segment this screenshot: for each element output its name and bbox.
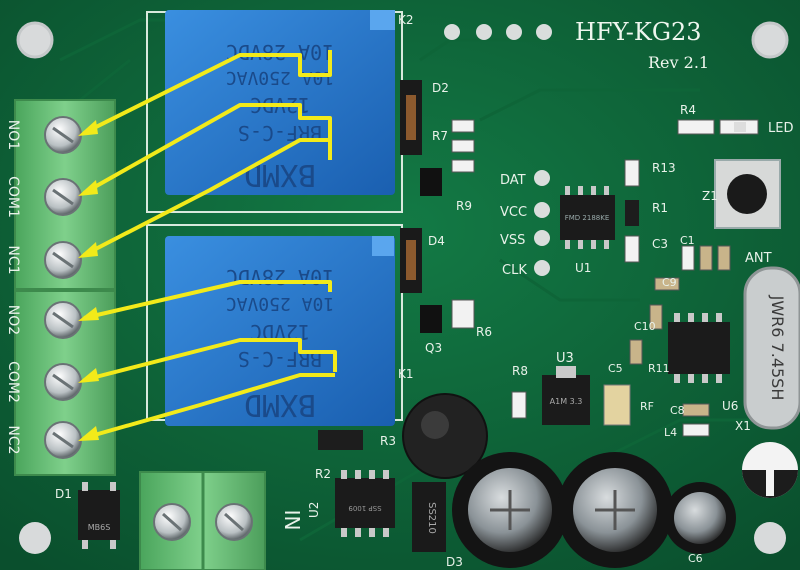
svg-text:R11: R11: [648, 362, 670, 375]
svg-text:Q3: Q3: [425, 341, 442, 355]
svg-text:LED: LED: [768, 121, 793, 136]
relay-k1-rating-dc: 10A 28VDC: [226, 265, 334, 289]
annotation-nc2: [83, 373, 335, 440]
svg-text:R1: R1: [652, 201, 668, 215]
relay-k2-brand: BXMD: [244, 157, 316, 192]
programming-pads: DAT VCC VSS CLK: [500, 170, 550, 278]
annotation-no1: [83, 50, 332, 135]
svg-text:JWR6 7.45SH: JWR6 7.45SH: [768, 295, 787, 401]
svg-text:X1: X1: [735, 419, 751, 433]
chip-u6: U6: [668, 313, 738, 413]
diode-d4: D4: [400, 228, 445, 293]
svg-text:RF: RF: [640, 400, 654, 413]
svg-text:D2: D2: [432, 81, 449, 95]
label-nc1: NC1: [5, 245, 21, 274]
relay-k1-brand: BXMD: [244, 387, 316, 422]
svg-text:C6: C6: [688, 552, 703, 565]
svg-text:Z1: Z1: [702, 189, 718, 203]
pin-dat: DAT: [500, 173, 526, 188]
svg-text:C5: C5: [608, 362, 623, 375]
annotation-com2: [83, 338, 337, 382]
mounting-holes: [16, 21, 789, 554]
relay-k2: 10A 28VDC 10A 250VAC 12VDC BRF-C-S BXMD: [165, 10, 395, 195]
label-power-in: IN: [280, 510, 304, 531]
annotation-arrowheads: [78, 120, 99, 441]
svg-text:D1: D1: [55, 487, 72, 501]
pushbutton: Z1: [702, 159, 781, 229]
resistor-r8: [511, 391, 527, 419]
annotation-no2: [83, 280, 332, 320]
svg-text:U3: U3: [556, 351, 574, 366]
svg-text:R3: R3: [380, 434, 396, 448]
crystal-x1: JWR6 7.45SH ANT X1: [735, 251, 800, 433]
pin-vss: VSS: [500, 233, 525, 248]
terminal-block-power: IN: [139, 471, 304, 570]
label-com1: COM1: [5, 176, 21, 218]
smd-parts-rf: C1 C9 C10 R11 C5 C8 L4 RF: [608, 234, 731, 439]
svg-text:R9: R9: [456, 199, 472, 213]
smd-r2-c7: [318, 430, 363, 450]
svg-text:C10: C10: [634, 320, 656, 333]
svg-text:C1: C1: [680, 234, 695, 247]
svg-text:A1M 3.3: A1M 3.3: [550, 397, 583, 406]
svg-text:K2: K2: [398, 13, 414, 27]
terminal-block-outputs: [14, 99, 116, 476]
pin-clk: CLK: [502, 263, 527, 278]
led-indicator: R4 LED: [677, 103, 793, 136]
label-no1: NO1: [5, 120, 21, 150]
relay-k1-rating-ac: 10A 250VAC: [226, 293, 334, 314]
svg-text:C3: C3: [652, 237, 668, 251]
svg-text:L4: L4: [664, 426, 677, 439]
svg-text:SS210: SS210: [426, 502, 437, 534]
svg-text:C9: C9: [662, 276, 677, 289]
svg-text:R2: R2: [315, 467, 331, 481]
diode-d2: D2: [400, 80, 449, 155]
svg-text:U2: U2: [307, 502, 321, 518]
bridge-d1: MB6S D1: [55, 482, 120, 549]
svg-text:R4: R4: [680, 103, 696, 117]
label-com2: COM2: [5, 361, 21, 403]
relay-k1: 10A 28VDC 10A 250VAC 12VDC BRF-C-S BXMD: [165, 236, 395, 426]
relay-k2-rating-dc: 10A 28VDC: [226, 40, 334, 64]
svg-text:D4: D4: [428, 234, 445, 248]
svg-text:K1: K1: [398, 367, 414, 381]
chip-u2: SSP 1009 U2: [307, 470, 395, 537]
header-holes: [444, 24, 552, 40]
svg-text:MB6S: MB6S: [88, 523, 111, 532]
regulator-u3: A1M 3.3 U3: [542, 351, 590, 425]
inductor: [402, 393, 488, 479]
label-no2: NO2: [5, 305, 21, 335]
diode-d3: SS210 D3: [412, 482, 463, 569]
svg-text:U1: U1: [575, 261, 591, 275]
svg-text:FMD 2188KE: FMD 2188KE: [565, 214, 610, 222]
svg-text:C8: C8: [670, 404, 685, 417]
svg-text:R7: R7: [432, 129, 448, 143]
board-revision: Rev 2.1: [648, 53, 709, 72]
svg-text:U6: U6: [722, 399, 738, 413]
annotation-com1: [83, 103, 332, 195]
terminal-labels: NO1 COM1 NC1 NO2 COM2 NC2: [5, 120, 21, 455]
annotation-lines: [83, 50, 337, 440]
board-model: HFY-KG23: [575, 18, 702, 46]
electrolytic-capacitors: C6: [452, 452, 736, 568]
svg-text:ANT: ANT: [745, 251, 772, 266]
smd-parts-relay-drivers: R7 R9 R6 Q3 K2 K1: [398, 13, 492, 381]
svg-text:R6: R6: [476, 325, 492, 339]
label-nc2: NC2: [5, 425, 21, 454]
svg-text:D3: D3: [446, 555, 463, 569]
relay-k2-rating-ac: 10A 250VAC: [226, 67, 334, 88]
pin-vcc: VCC: [500, 205, 527, 220]
smd-parts-u1: R13 R1 C3: [624, 159, 676, 263]
svg-text:R13: R13: [652, 161, 676, 175]
capacitor-smd-u3: [603, 384, 631, 426]
annotation-nc1: [83, 138, 330, 257]
svg-text:SSP 1009: SSP 1009: [348, 504, 381, 512]
svg-text:R8: R8: [512, 364, 528, 378]
chip-u1: FMD 2188KE U1: [560, 186, 615, 275]
